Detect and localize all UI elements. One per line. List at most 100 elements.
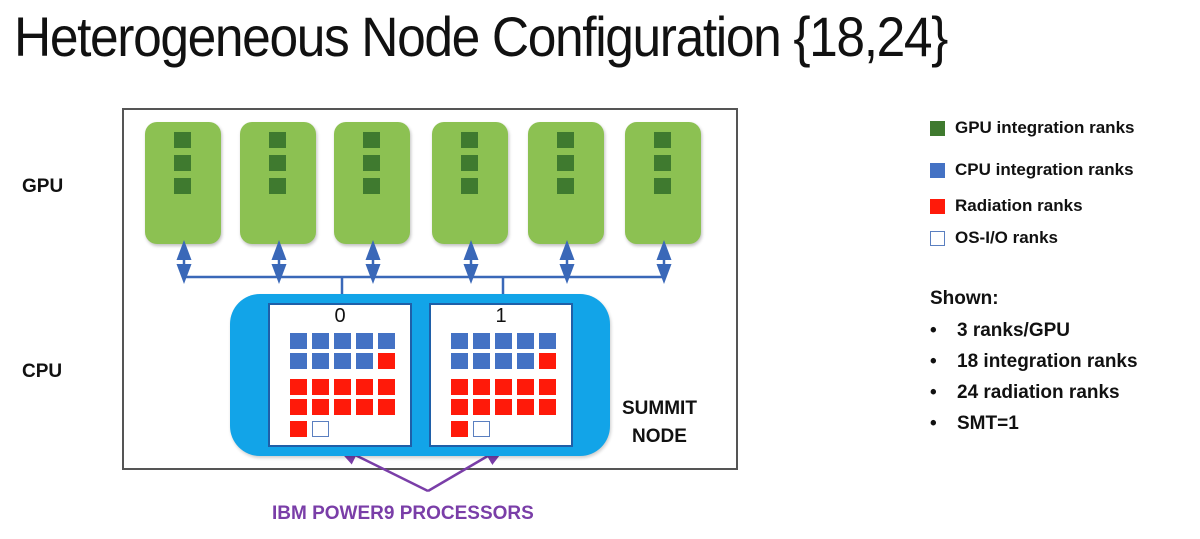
radiation-rank (312, 379, 329, 395)
cpu-rank-swatch-icon (930, 163, 945, 178)
radiation-rank (473, 399, 490, 415)
radiation-rank (473, 379, 490, 395)
radiation-rank (495, 379, 512, 395)
cpu-integration-rank (312, 353, 329, 369)
gpu-integration-rank (363, 155, 380, 171)
cpu-integration-rank (517, 333, 534, 349)
ibm-power9-label: IBM POWER9 PROCESSORS (272, 503, 534, 524)
cpu-row-label: CPU (22, 361, 63, 382)
radiation-rank (495, 399, 512, 415)
slide-title: Heterogeneous Node Configuration {18,24} (14, 5, 948, 68)
gpu-integration-rank (174, 132, 191, 148)
radiation-rank (334, 379, 351, 395)
bullet-icon: • (930, 382, 937, 403)
legend-label: CPU integration ranks (955, 160, 1134, 179)
gpu-card (528, 122, 604, 244)
gpu-integration-rank (174, 178, 191, 194)
legend-label: Radiation ranks (955, 196, 1083, 215)
cpu-integration-rank (290, 353, 307, 369)
os-io-rank-swatch-icon (930, 231, 945, 246)
radiation-rank (334, 399, 351, 415)
summit-node-label-line2: NODE (632, 426, 687, 447)
gpu-integration-rank (269, 178, 286, 194)
power9-socket-1: 1 (429, 303, 573, 447)
gpu-integration-rank (557, 155, 574, 171)
radiation-rank-swatch-icon (930, 199, 945, 214)
gpu-integration-rank (557, 132, 574, 148)
cpu-integration-rank (356, 333, 373, 349)
gpu-integration-rank (654, 132, 671, 148)
summit-node-label-line1: SUMMIT (622, 398, 697, 419)
radiation-rank (290, 421, 307, 437)
cpu-integration-rank (290, 333, 307, 349)
shown-item-text: 18 integration ranks (957, 351, 1138, 372)
gpu-card (432, 122, 508, 244)
bullet-icon: • (930, 413, 937, 434)
radiation-rank (378, 379, 395, 395)
radiation-rank (539, 379, 556, 395)
cpu-integration-rank (495, 353, 512, 369)
radiation-rank (451, 421, 468, 437)
gpu-integration-rank (557, 178, 574, 194)
power9-socket-0: 0 (268, 303, 412, 447)
radiation-rank (290, 399, 307, 415)
cpu-integration-rank (539, 333, 556, 349)
cpu-integration-rank (378, 333, 395, 349)
gpu-integration-rank (654, 178, 671, 194)
radiation-rank (451, 379, 468, 395)
gpu-card (145, 122, 221, 244)
cpu-integration-rank (495, 333, 512, 349)
bullet-icon: • (930, 320, 937, 341)
radiation-rank (539, 399, 556, 415)
radiation-rank (451, 399, 468, 415)
gpu-rank-swatch-icon (930, 121, 945, 136)
gpu-row-label: GPU (22, 176, 64, 197)
os-io-rank (312, 421, 329, 437)
gpu-integration-rank (461, 178, 478, 194)
legend-label: OS-I/O ranks (955, 228, 1058, 247)
gpu-integration-rank (654, 155, 671, 171)
cpu-integration-rank (473, 333, 490, 349)
gpu-integration-rank (174, 155, 191, 171)
radiation-rank (378, 353, 395, 369)
gpu-integration-rank (363, 178, 380, 194)
socket-id: 0 (334, 305, 346, 327)
cpu-integration-rank (473, 353, 490, 369)
radiation-rank (539, 353, 556, 369)
radiation-rank (378, 399, 395, 415)
cpu-integration-rank (451, 353, 468, 369)
arrow-to-socket-1 (427, 443, 509, 493)
shown-heading: Shown: (930, 288, 999, 309)
socket-id: 1 (495, 305, 507, 327)
radiation-rank (517, 399, 534, 415)
cpu-integration-rank (334, 333, 351, 349)
gpu-integration-rank (461, 132, 478, 148)
cpu-integration-rank (312, 333, 329, 349)
cpu-integration-rank (517, 353, 534, 369)
radiation-rank (517, 379, 534, 395)
nvlink-bus (176, 240, 672, 305)
cpu-integration-rank (451, 333, 468, 349)
gpu-integration-rank (269, 155, 286, 171)
gpu-card (625, 122, 701, 244)
radiation-rank (356, 399, 373, 415)
shown-item-text: 3 ranks/GPU (957, 320, 1070, 341)
arrow-to-socket-0 (333, 444, 429, 493)
cpu-integration-rank (356, 353, 373, 369)
bullet-icon: • (930, 351, 937, 372)
radiation-rank (312, 399, 329, 415)
summit-node-label: SUMMIT NODE (622, 395, 697, 451)
gpu-card (240, 122, 316, 244)
gpu-integration-rank (461, 155, 478, 171)
legend-label: GPU integration ranks (955, 118, 1135, 137)
gpu-card (334, 122, 410, 244)
gpu-integration-rank (363, 132, 380, 148)
shown-item-text: SMT=1 (957, 413, 1019, 434)
radiation-rank (356, 379, 373, 395)
radiation-rank (290, 379, 307, 395)
gpu-integration-rank (269, 132, 286, 148)
cpu-integration-rank (334, 353, 351, 369)
processor-pointer-arrows (333, 443, 509, 493)
os-io-rank (473, 421, 490, 437)
